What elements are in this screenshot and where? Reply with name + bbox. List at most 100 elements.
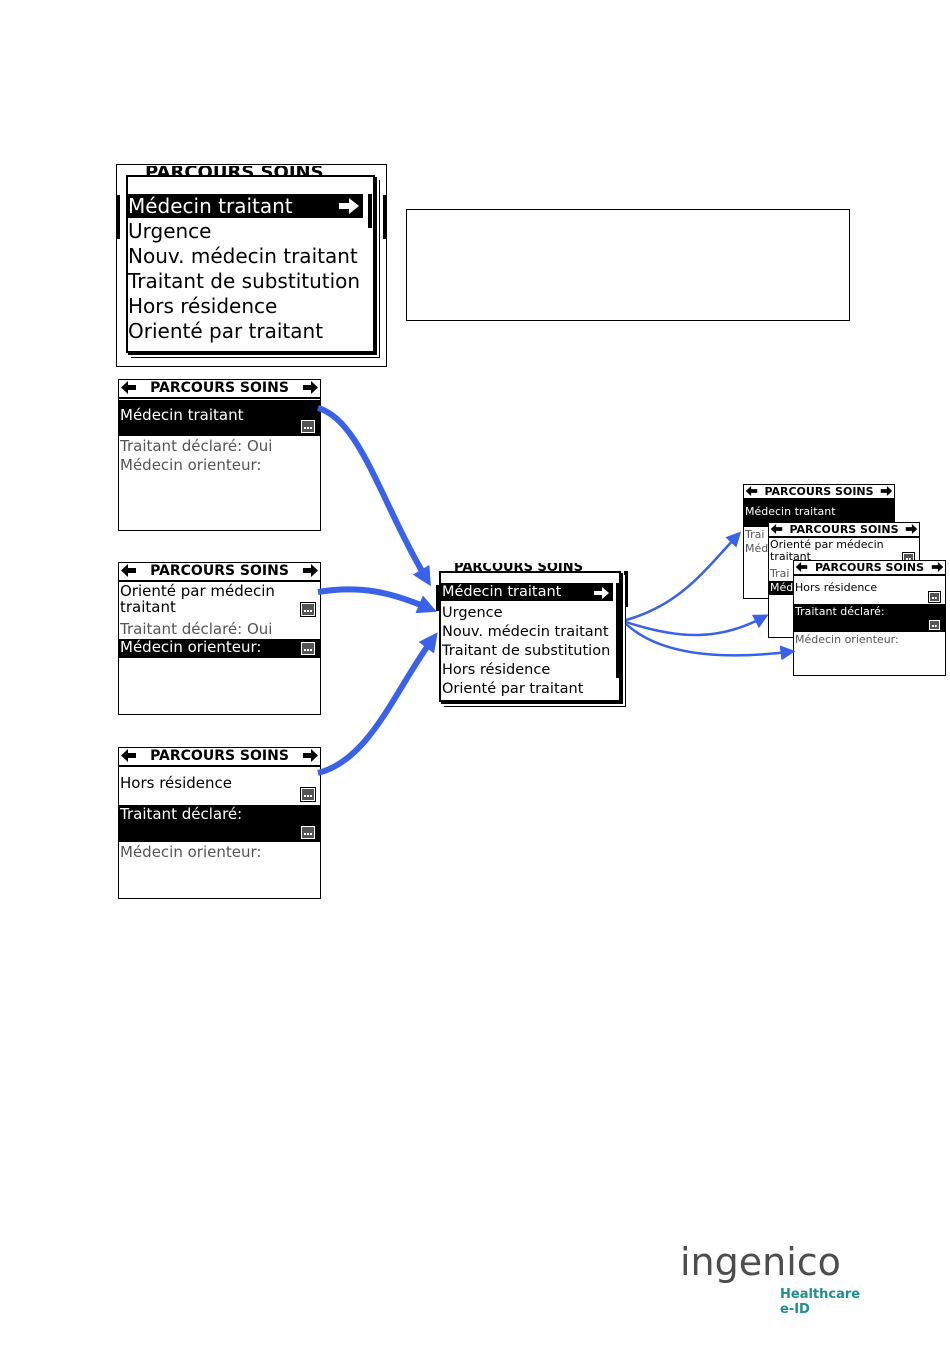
popup-scrollbar[interactable] <box>368 194 372 228</box>
screen-title: PARCOURS SOINS <box>789 523 899 536</box>
row-label: Traitant déclaré: <box>120 805 243 823</box>
popup-item-oriente-traitant[interactable]: Orienté par traitant <box>441 678 613 697</box>
arrow-right-icon <box>593 585 610 599</box>
screen-row-selected[interactable]: Traitant déclaré: <box>794 604 945 632</box>
row-label: Trai <box>770 567 790 580</box>
row-label: Médecin orienteur: <box>120 457 262 474</box>
logo-line-1: Healthcare <box>780 1287 861 1302</box>
popup-item-medecin-traitant[interactable]: Médecin traitant <box>128 194 363 218</box>
logo-word: ingenico <box>680 1240 841 1284</box>
screen-header: PARCOURS SOINS <box>119 748 320 767</box>
popup-item-label: Traitant de substitution <box>442 643 611 659</box>
screen-row[interactable]: Trai <box>769 567 919 581</box>
screen-title: PARCOURS SOINS <box>764 485 874 498</box>
popup-item-label: Nouv. médecin traitant <box>442 624 609 640</box>
arrow-right-icon[interactable] <box>905 523 918 538</box>
row-label: Méd <box>770 581 794 594</box>
screen-title: PARCOURS SOINS <box>150 748 289 764</box>
popup-menu-frame: Médecin traitant Urgence Nouv. médecin t… <box>126 175 375 353</box>
arrow-popup-to-stack1 <box>625 531 742 622</box>
popup-item-label: Urgence <box>128 219 212 243</box>
screen-row[interactable]: Médecin orienteur: <box>794 633 945 647</box>
popup-item-oriente-traitant[interactable]: Orienté par traitant <box>128 319 363 343</box>
popup-side-bar-right <box>383 195 386 239</box>
popup-menu-large: PARCOURS SOINS Médecin traitant Urgence … <box>116 164 387 367</box>
popup-item-nouv-medecin[interactable]: Nouv. médecin traitant <box>441 621 613 640</box>
arrow-right-icon[interactable] <box>302 380 319 400</box>
arrow-right-icon[interactable] <box>931 561 944 576</box>
popup-item-medecin-traitant[interactable]: Médecin traitant <box>441 583 613 601</box>
arrow-popup-to-stack2 <box>625 614 769 637</box>
screen-title: PARCOURS SOINS <box>150 380 289 396</box>
popup-item-urgence[interactable]: Urgence <box>441 602 613 621</box>
popup-side-bar-right <box>624 571 628 607</box>
arrow-popup-to-stack3 <box>625 623 796 661</box>
popup-item-urgence[interactable]: Urgence <box>128 219 363 243</box>
arrow-right-icon[interactable] <box>880 485 893 500</box>
more-icon[interactable] <box>301 788 315 801</box>
more-icon[interactable] <box>301 826 315 839</box>
popup-item-label: Hors résidence <box>128 294 278 318</box>
screen-header: PARCOURS SOINS <box>119 380 320 399</box>
row-label: Médecin orienteur: <box>120 844 262 861</box>
arrow-left-icon[interactable] <box>795 561 808 576</box>
row-label: Traitant déclaré: Oui <box>120 621 273 638</box>
popup-item-nouv-medecin[interactable]: Nouv. médecin traitant <box>128 244 363 268</box>
ingenico-logo: ingenico Healthcare e-ID <box>680 1240 860 1320</box>
arrow-left-icon[interactable] <box>120 380 137 400</box>
arrow-screen3-to-popup <box>317 632 438 776</box>
row-label: Traitant déclaré: Oui <box>120 438 273 455</box>
popup-scrollbar[interactable] <box>616 583 619 678</box>
popup-item-hors-residence[interactable]: Hors résidence <box>128 294 363 318</box>
more-icon[interactable] <box>929 620 940 630</box>
popup-item-label: Orienté par traitant <box>442 681 584 697</box>
screen-row-selected[interactable]: Médecin traitant <box>119 400 320 436</box>
screen-row[interactable]: Médecin orienteur: <box>119 844 320 863</box>
row-label: Traitant déclaré: <box>795 605 885 618</box>
row-label: Orienté par médecin traitant <box>120 583 275 616</box>
popup-item-label: Urgence <box>442 605 503 621</box>
arrow-left-icon[interactable] <box>770 523 783 538</box>
screen-header: PARCOURS SOINS <box>744 485 894 500</box>
popup-item-hors-residence[interactable]: Hors résidence <box>441 659 613 678</box>
popup-item-traitant-substitution[interactable]: Traitant de substitution <box>128 269 363 293</box>
screen-row[interactable]: Hors résidence <box>794 576 945 603</box>
screen-stack-hors-residence: PARCOURS SOINS Hors résidence Traitant d… <box>793 560 946 676</box>
more-icon[interactable] <box>301 642 315 655</box>
popup-item-traitant-substitution[interactable]: Traitant de substitution <box>441 640 615 659</box>
more-icon[interactable] <box>929 592 940 602</box>
screen-row[interactable]: Traitant déclaré: Oui <box>119 438 320 457</box>
arrow-right-icon[interactable] <box>302 563 319 583</box>
more-icon[interactable] <box>301 420 315 433</box>
arrow-right-icon[interactable] <box>302 748 319 768</box>
popup-ghost-title: PARCOURS SOINS <box>454 563 583 571</box>
screen-row[interactable]: Médecin orienteur: <box>119 457 320 476</box>
screen-row-selected[interactable]: Médecin orienteur: <box>119 639 320 658</box>
more-icon[interactable] <box>301 603 315 616</box>
screen-title: PARCOURS SOINS <box>814 561 925 574</box>
row-label: Hors résidence <box>120 774 232 792</box>
screen-row[interactable]: Méd <box>744 542 894 556</box>
screen-title: PARCOURS SOINS <box>150 563 289 579</box>
popup-item-label: Nouv. médecin traitant <box>128 244 358 268</box>
popup-menu-center: PARCOURS SOINS Médecin traitant Urgence … <box>436 563 628 708</box>
arrow-left-icon[interactable] <box>120 748 137 768</box>
row-label: Médecin traitant <box>120 406 244 424</box>
arrow-screen1-to-popup <box>316 405 431 587</box>
screen-row[interactable]: Orienté par médecin traitant <box>119 583 320 621</box>
row-label: Médecin orienteur: <box>120 639 262 656</box>
row-label: Orienté par médecin traitant <box>770 538 884 563</box>
screen-oriente-par-medecin: PARCOURS SOINS Orienté par médecin trait… <box>118 562 321 715</box>
logo-line-2: e-ID <box>780 1302 810 1317</box>
arrow-left-icon[interactable] <box>745 485 758 500</box>
popup-ghost-title: PARCOURS SOINS <box>145 166 381 176</box>
screen-row[interactable]: Traitant déclaré: Oui <box>119 621 320 640</box>
row-label: Méd <box>745 542 769 555</box>
popup-item-label: Orienté par traitant <box>128 319 324 343</box>
popup-side-bar-left <box>117 195 120 239</box>
screen-header: PARCOURS SOINS <box>769 523 919 538</box>
arrow-left-icon[interactable] <box>120 563 137 583</box>
screen-row-selected[interactable]: Traitant déclaré: <box>119 805 320 842</box>
screen-row[interactable]: Hors résidence <box>119 768 320 804</box>
screen-row[interactable]: Trai <box>744 528 894 542</box>
